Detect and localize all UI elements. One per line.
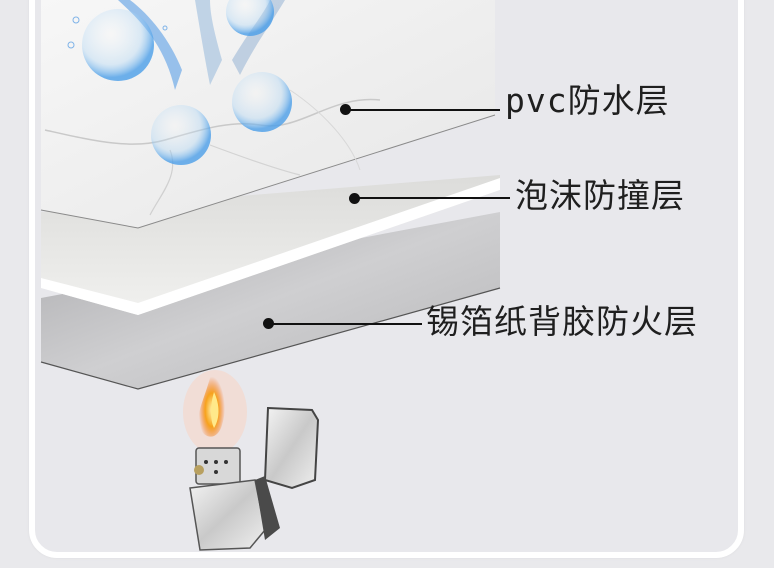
pvc-waterproof-layer-label: pvc防水层 — [505, 81, 670, 120]
water-droplet-icon — [67, 0, 292, 165]
foam-leader-line — [354, 197, 510, 199]
pvc-leader-line — [345, 109, 500, 111]
foil-layer — [40, 212, 501, 390]
foil-fireproof-layer-label: 锡箔纸背胶防火层 — [426, 302, 698, 341]
lighter-icon — [189, 406, 320, 551]
foam-anticollision-layer-label: 泡沫防撞层 — [515, 176, 685, 215]
flame-icon — [183, 370, 247, 454]
foil-leader-line — [268, 323, 422, 325]
